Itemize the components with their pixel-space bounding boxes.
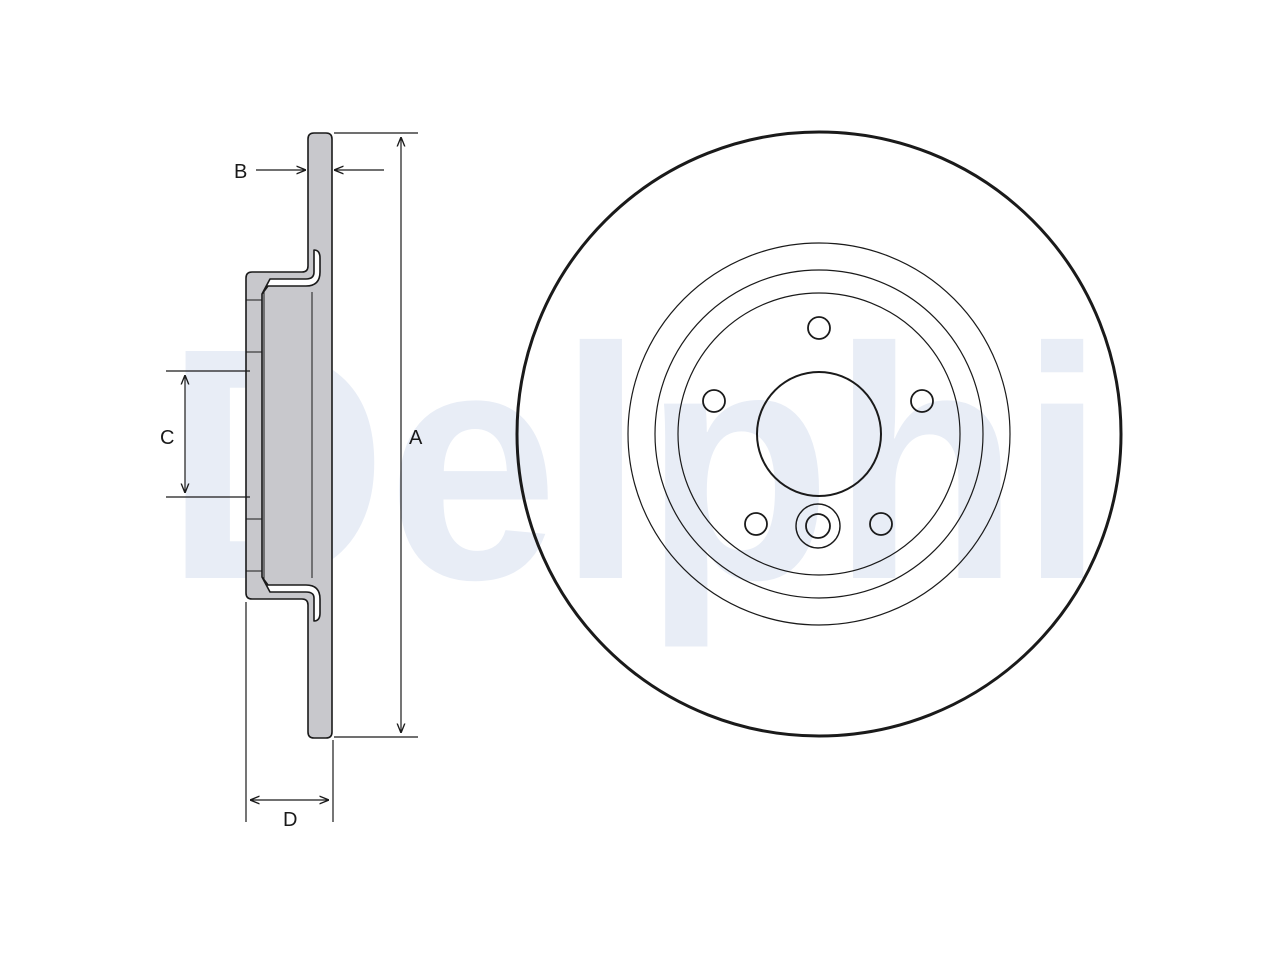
disc-friction-ring-inner <box>627 242 1011 626</box>
dimension-a <box>334 132 418 738</box>
disc-outer-rim <box>515 130 1123 738</box>
center-bore <box>756 371 882 497</box>
bolt-hole-top <box>807 316 831 340</box>
bolt-hole-right <box>910 389 934 413</box>
bolt-hole-bottom-left <box>744 512 768 536</box>
dimension-d-label: D <box>283 809 297 831</box>
dimension-b-label: B <box>234 161 247 183</box>
dimension-c <box>166 370 250 498</box>
dimension-d <box>245 602 334 822</box>
dimension-a-label: A <box>409 427 423 449</box>
disc-hub-face <box>677 292 961 576</box>
bolt-hole-bottom-right <box>869 512 893 536</box>
disc-section-inner-cut <box>261 249 321 622</box>
locator-hole-inner <box>805 513 831 539</box>
disc-side-section <box>245 132 333 739</box>
bolt-hole-left <box>702 389 726 413</box>
disc-hat-ring <box>654 269 984 599</box>
locator-hole-outer <box>795 503 841 549</box>
disc-front-view <box>515 130 1123 738</box>
dimension-c-label: C <box>160 427 174 449</box>
